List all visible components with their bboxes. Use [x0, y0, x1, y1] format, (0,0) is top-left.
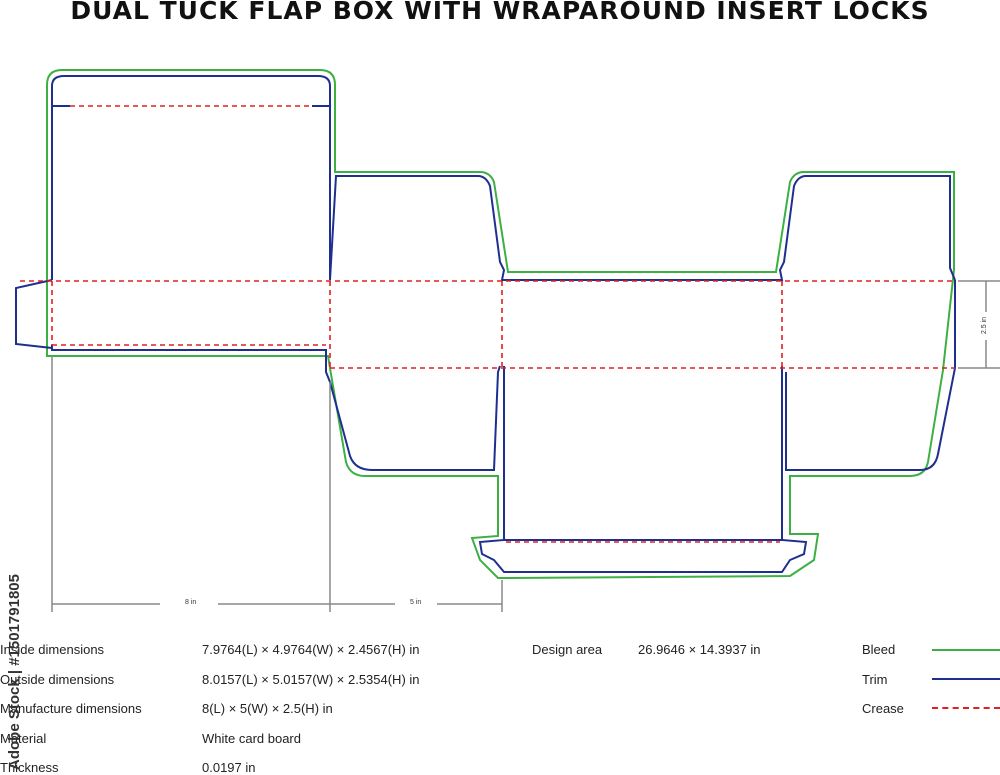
legend-line-crease	[932, 707, 1000, 709]
spec-label-thickness: Thickness	[0, 760, 59, 775]
trim-insert-lock	[478, 366, 808, 573]
bleed-outline	[46, 69, 955, 579]
dim-label-width: 5 in	[410, 599, 422, 606]
dim-label-length: 8 in	[185, 599, 197, 606]
spec-value-inside: 7.9764(L) × 4.9764(W) × 2.4567(H) in	[202, 642, 420, 657]
trim-glue-tab	[15, 279, 53, 349]
spec-value-thickness: 0.0197 in	[202, 760, 256, 775]
trim-top-flap	[51, 75, 331, 106]
spec-label-inside: Inside dimensions	[0, 642, 105, 657]
crease-lines	[20, 105, 955, 543]
spec-value-material: White card board	[202, 731, 301, 746]
design-area-value: 26.9646 × 14.3937 in	[638, 642, 761, 657]
spec-value-outside: 8.0157(L) × 5.0157(W) × 2.5354(H) in	[202, 672, 420, 687]
dimension-lines	[51, 280, 1000, 612]
legend-label-crease: Crease	[862, 701, 904, 716]
legend-line-trim	[932, 678, 1000, 680]
design-area-label: Design area	[532, 642, 603, 657]
trim-right-edge	[785, 280, 956, 471]
stock-watermark: Adobe Stock | #1501791805	[6, 574, 23, 770]
legend-label-trim: Trim	[862, 672, 888, 687]
bleed-lines	[46, 69, 955, 579]
dim-label-height: 2.5 in	[981, 316, 989, 335]
spec-label-manufacture: Manufacture dimensions	[0, 701, 142, 716]
spec-value-manufacture: 8(L) × 5(W) × 2.5(H) in	[202, 701, 333, 716]
trim-dust-flap-top	[329, 175, 956, 281]
trim-left-panel	[51, 106, 331, 383]
spec-label-outside: Outside dimensions	[0, 672, 115, 687]
trim-dust-flap-bottom	[329, 365, 501, 471]
trim-lines	[15, 75, 956, 573]
diagram-title: DUAL TUCK FLAP BOX WITH WRAPAROUND INSER…	[70, 0, 930, 25]
legend-line-bleed	[932, 649, 1000, 651]
legend-label-bleed: Bleed	[862, 642, 896, 657]
spec-label-material: Material	[0, 731, 47, 746]
